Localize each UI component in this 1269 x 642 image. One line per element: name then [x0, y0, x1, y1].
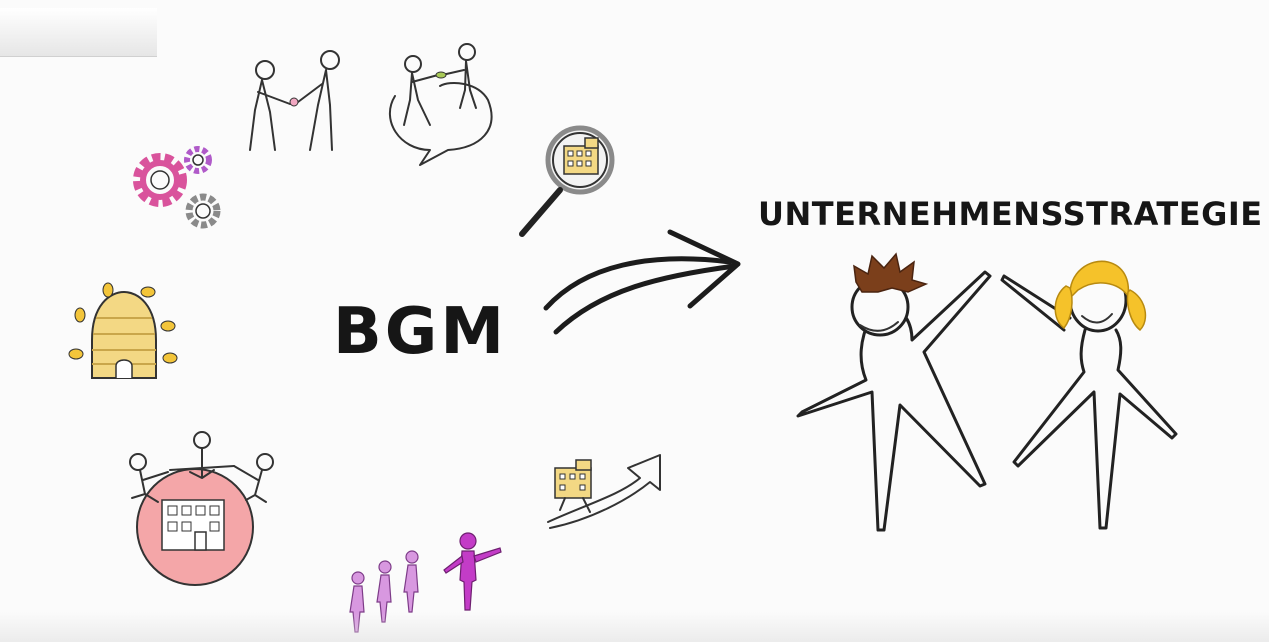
- strategy-title: UNTERNEHMENSSTRATEGIE: [758, 195, 1263, 233]
- overlay-bar: [0, 8, 157, 57]
- handshake-icon: [249, 50, 340, 151]
- beehive-icon: [68, 282, 178, 379]
- boy-figure-icon: [796, 252, 992, 532]
- speech-bubble-handshake-icon: [389, 43, 493, 166]
- gears-icon: [133, 146, 221, 229]
- curved-arrow-icon: [543, 229, 741, 335]
- building-growth-arrow-icon: [547, 454, 661, 529]
- people-around-building-icon: [129, 431, 274, 586]
- magnifier-building-icon: [519, 125, 615, 237]
- bottom-shade: [0, 612, 1269, 642]
- bgm-label: BGM: [333, 295, 507, 369]
- girl-figure-icon: [1000, 260, 1178, 530]
